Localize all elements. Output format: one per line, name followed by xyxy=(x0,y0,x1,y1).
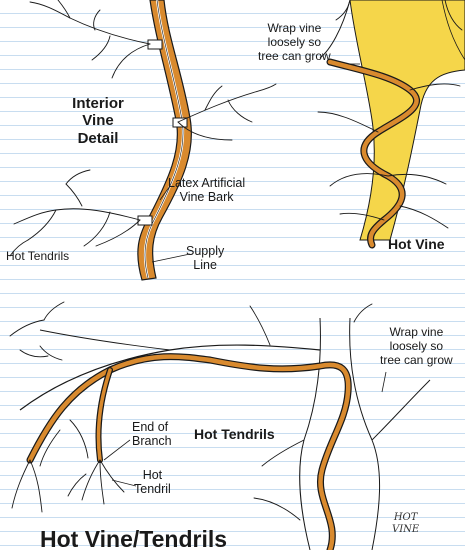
hot-vine-tree-drawing xyxy=(318,0,465,245)
interior-vine-detail-label: Interior Vine Detail xyxy=(62,95,134,147)
hot-tendril-label: Hot Tendril xyxy=(134,468,171,497)
label-line: Latex Artificial xyxy=(168,176,245,190)
handwritten-hot-vine-note: HOT VINE xyxy=(392,512,419,535)
label-line: End of xyxy=(132,420,172,434)
label-line: HOT xyxy=(392,512,419,524)
label-line: tree can grow xyxy=(380,354,453,368)
hot-vine-label: Hot Vine xyxy=(388,236,445,252)
wrap-vine-bottom-label: Wrap vine loosely so tree can grow xyxy=(380,326,453,367)
label-line: Hot xyxy=(134,468,171,482)
supply-line-label: Supply Line xyxy=(186,244,224,273)
label-line: Detail xyxy=(62,130,134,147)
label-line: Line xyxy=(186,258,224,272)
clamp-icon xyxy=(148,40,162,49)
label-line: Vine Bark xyxy=(168,190,245,204)
label-line: tree can grow xyxy=(258,50,331,64)
tree-trunk-outline xyxy=(300,318,380,550)
label-line: Interior xyxy=(62,95,134,112)
hot-tendrils-top-label: Hot Tendrils xyxy=(6,250,69,264)
vine-along-branch xyxy=(30,357,348,550)
label-line: VINE xyxy=(392,524,419,536)
wrap-vine-top-label: Wrap vine loosely so tree can grow xyxy=(258,22,331,63)
label-line: Branch xyxy=(132,434,172,448)
hot-tendrils-bottom-label: Hot Tendrils xyxy=(194,426,275,442)
end-of-branch-label: End of Branch xyxy=(132,420,172,449)
tree-trunk xyxy=(350,0,465,240)
label-line: loosely so xyxy=(380,340,453,354)
label-line: Tendril xyxy=(134,482,171,496)
label-line: loosely so xyxy=(258,36,331,50)
label-line: Wrap vine xyxy=(258,22,331,36)
label-line: Wrap vine xyxy=(380,326,453,340)
label-line: Vine xyxy=(62,112,134,129)
latex-bark-label: Latex Artificial Vine Bark xyxy=(168,176,245,205)
label-line: Supply xyxy=(186,244,224,258)
main-title: Hot Vine/Tendrils xyxy=(40,526,227,552)
interior-vine-drawing xyxy=(10,0,276,280)
